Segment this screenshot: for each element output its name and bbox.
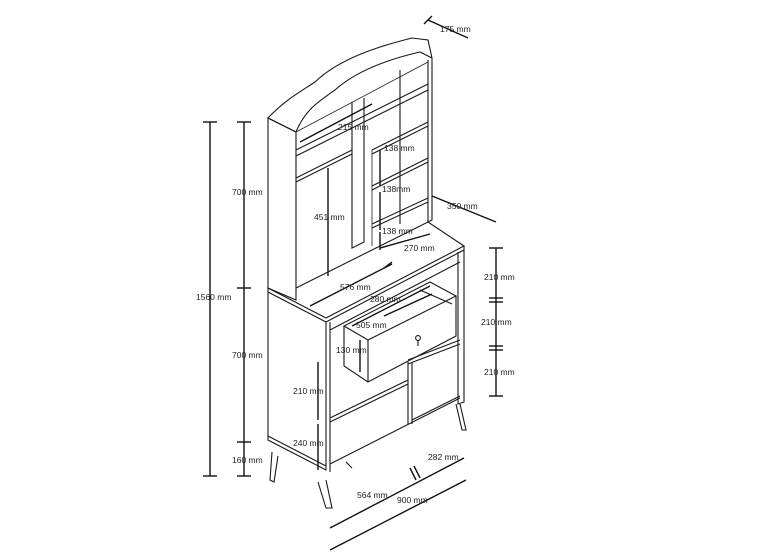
label-138-3: 138 mm (382, 226, 413, 236)
label-270: 270 mm (404, 243, 435, 253)
label-451: 451 mm (314, 212, 345, 222)
label-700-top: 700 mm (232, 187, 263, 197)
label-160: 160 mm (232, 455, 263, 465)
label-138-1: 138 mm (384, 143, 415, 153)
label-130: 130 mm (336, 345, 367, 355)
label-1560: 1560 mm (196, 292, 231, 302)
label-282: 282 mm (428, 452, 459, 462)
label-505: 505 mm (356, 320, 387, 330)
label-900: 900 mm (397, 495, 428, 505)
label-210-right-1: 210 mm (484, 272, 515, 282)
label-175: 175 mm (440, 24, 471, 34)
label-138-2: 138mm (382, 184, 410, 194)
label-210-left: 210 mm (293, 386, 324, 396)
label-350: 350 mm (447, 201, 478, 211)
cabinet-drawing (267, 37, 467, 509)
dimension-labels: 175 mm 350 mm 215 mm 138 mm 138mm 138 mm… (196, 24, 515, 505)
label-280: 280 mm (370, 294, 401, 304)
label-576: 576 mm (340, 282, 371, 292)
label-240: 240 mm (293, 438, 324, 448)
label-700-mid: 700 mm (232, 350, 263, 360)
label-210-right-2: 210 mm (481, 317, 512, 327)
label-215: 215 mm (338, 122, 369, 132)
dimension-lines (203, 15, 503, 551)
label-210-right-3: 210 mm (484, 367, 515, 377)
label-564: 564 mm (357, 490, 388, 500)
